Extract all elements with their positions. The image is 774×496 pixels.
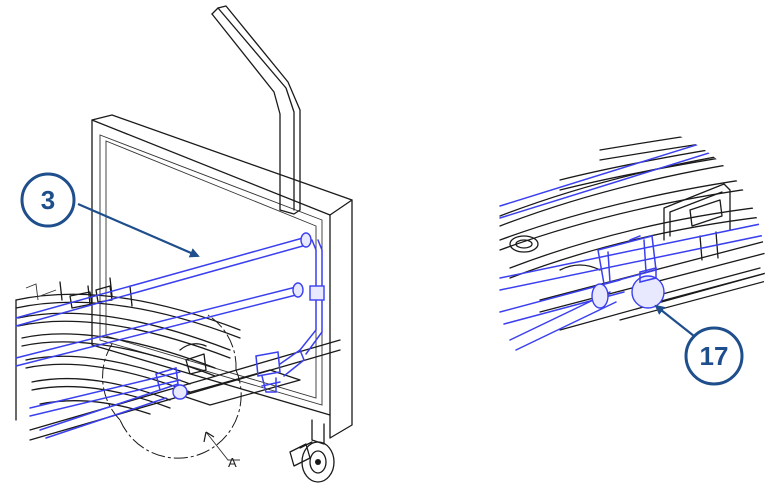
lift-pole — [211, 5, 301, 215]
detail-a-boundary: A — [102, 314, 242, 470]
detail-rail — [499, 125, 765, 351]
headboard — [91, 114, 353, 439]
side-rail-assembly — [15, 232, 325, 439]
detail-slats — [499, 127, 765, 331]
callout-rail: 3 — [20, 172, 200, 258]
callout-clamp: 17 — [654, 304, 744, 386]
callout-clamp-number: 17 — [700, 341, 729, 371]
caster-wheel — [289, 419, 335, 483]
callout-rail-number: 3 — [41, 185, 55, 215]
detail-view-label: A — [228, 455, 237, 470]
bed-assembly: A — [15, 5, 353, 483]
